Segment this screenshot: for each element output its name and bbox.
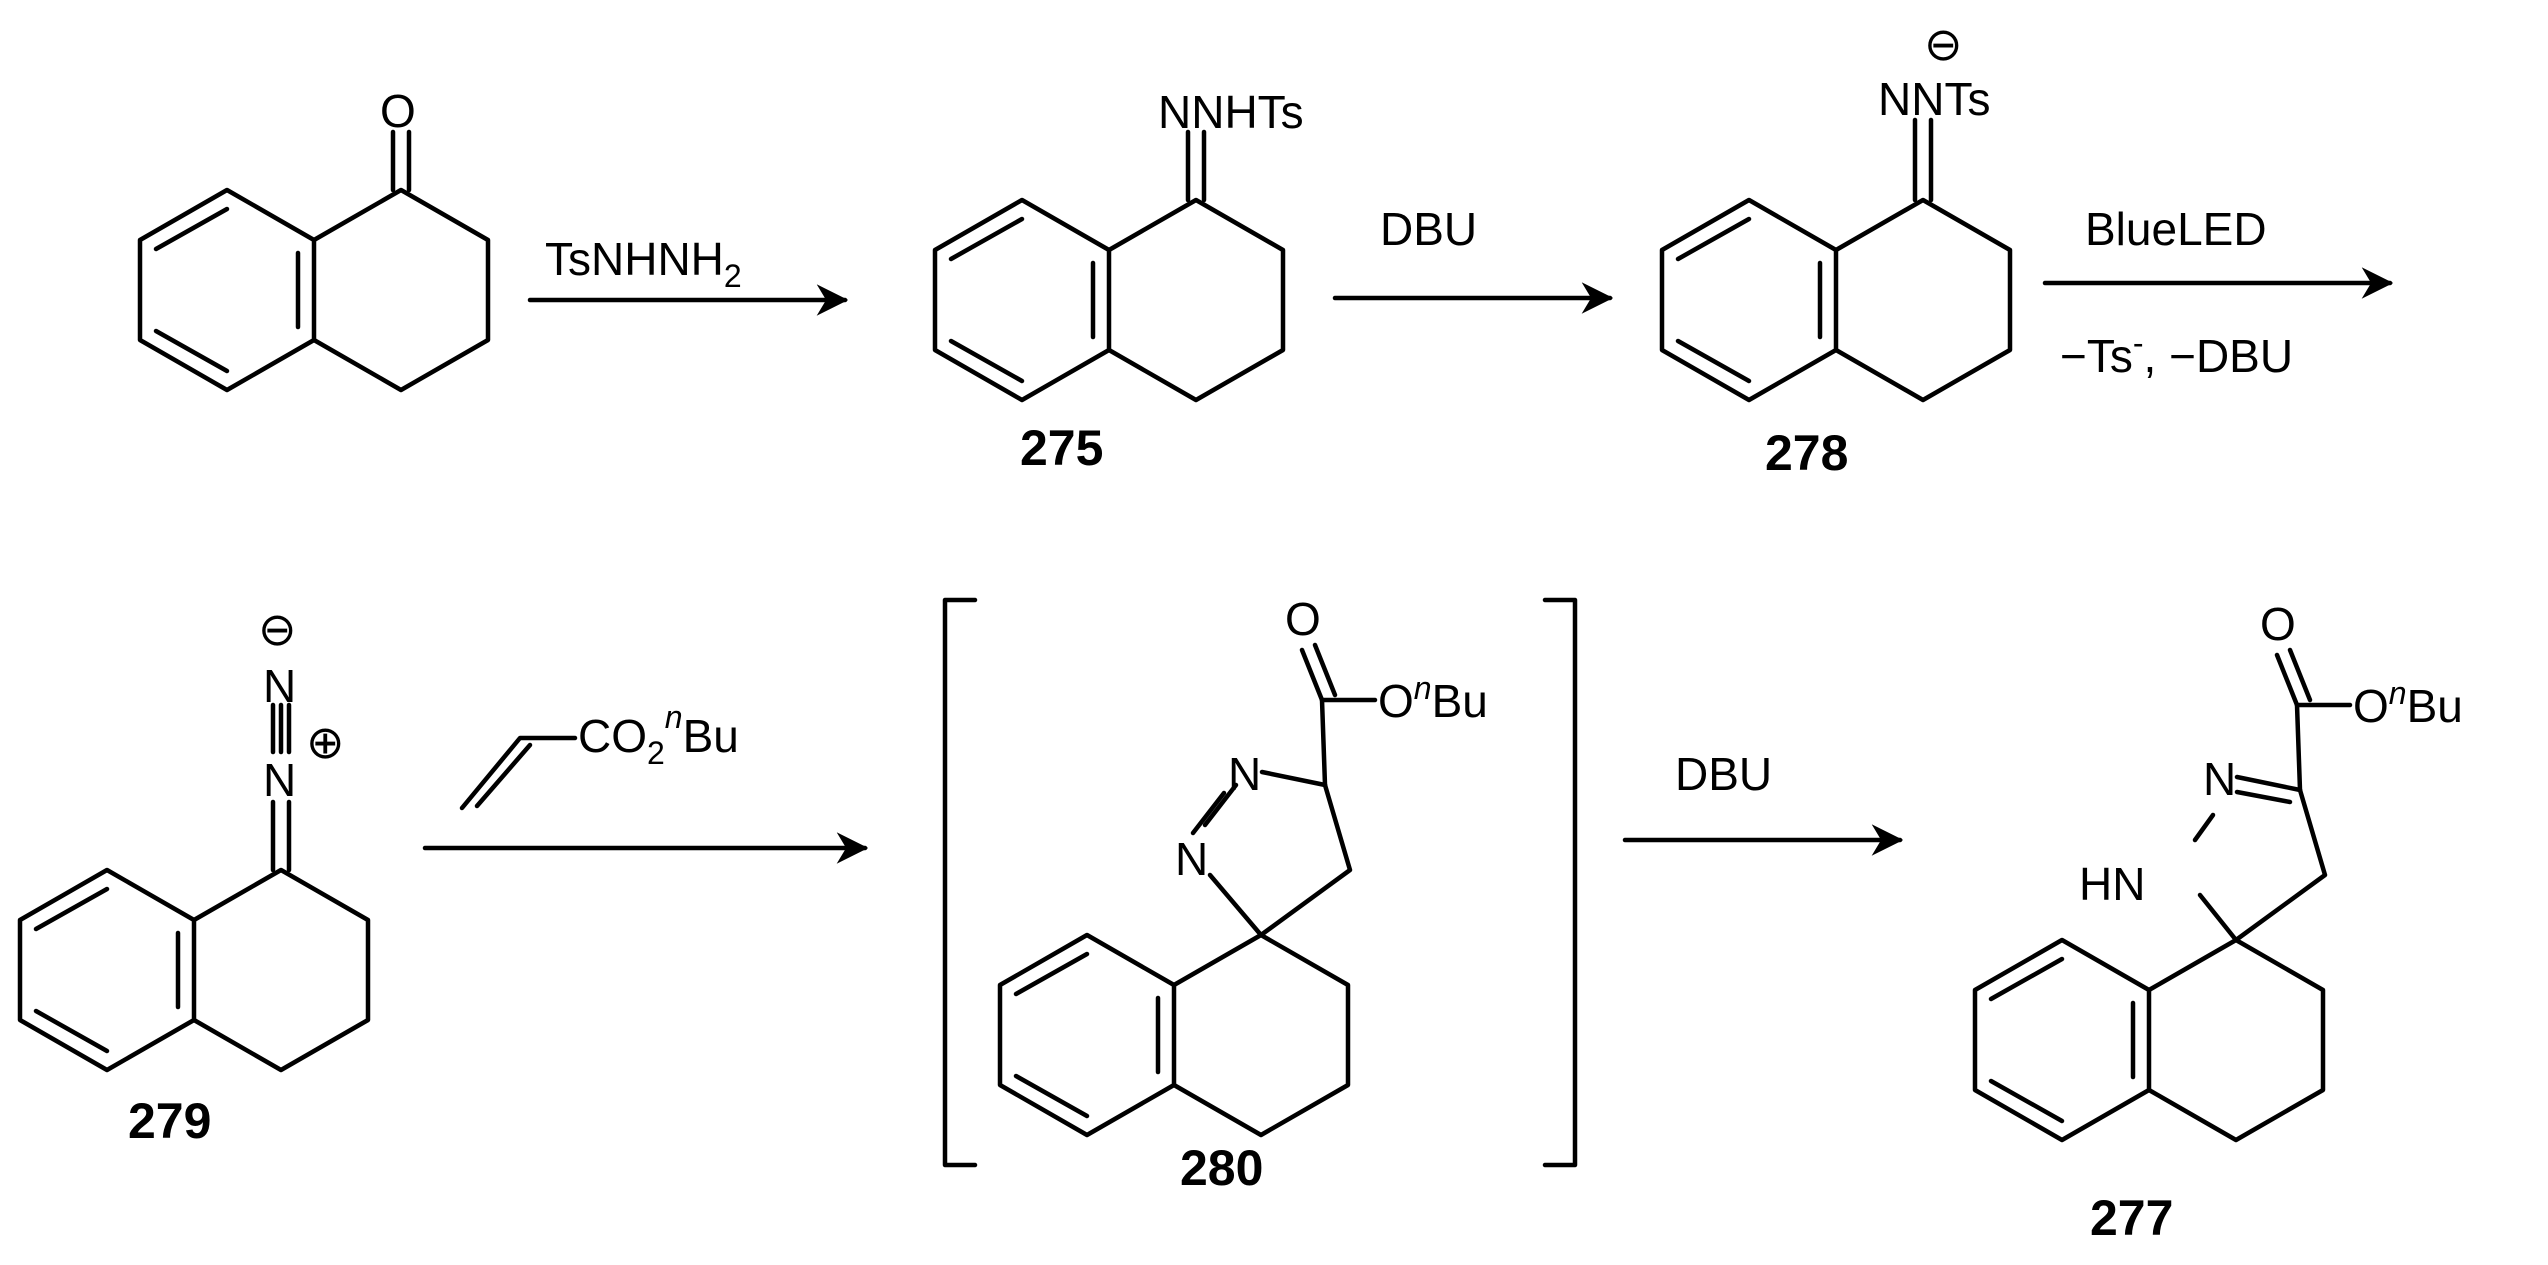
acrylate-bu: Bu [683, 710, 739, 762]
diazo-plus-charge-icon: ⊕ [306, 716, 345, 768]
reaction-arrow-3: BlueLED −Ts-, −DBU [2042, 203, 2394, 382]
svg-text:OnBu: OnBu [1378, 670, 1488, 727]
reagent-tsnhnh2: TsNHNH [545, 233, 724, 285]
ester-n-prefix: n [1414, 670, 1432, 706]
svg-text:−Ts-, −DBU: −Ts-, −DBU [2060, 325, 2293, 382]
diazo-outer-nitrogen: N [263, 660, 296, 712]
pyrazoline-n1: N [1175, 833, 1208, 885]
acrylate-sub: 2 [647, 735, 665, 771]
ester-carbonyl-oxygen: O [1285, 593, 1321, 645]
reagent-subscript: 2 [724, 258, 742, 294]
intermediate-bracket [942, 597, 1578, 1168]
byproduct-ts-charge: - [2133, 325, 2144, 361]
ester-butyl: Bu [1432, 675, 1488, 727]
compound-277-structure: HN N O OnBu [1975, 598, 2463, 1140]
compound-280-structure: N N O OnBu [1000, 593, 1488, 1135]
ester-n-prefix: n [2389, 675, 2407, 711]
diazo-minus-charge-icon: ⊖ [258, 603, 297, 655]
compound-label-279: 279 [128, 1093, 211, 1149]
reagent-blue-led: BlueLED [2085, 203, 2267, 255]
svg-text:TsNHNH2: TsNHNH2 [545, 233, 742, 294]
pyrazoline-n2: N [1228, 748, 1261, 800]
compound-275-structure: NNHTs [935, 86, 1304, 400]
compound-label-280: 280 [1180, 1140, 1263, 1196]
acrylate-n: n [665, 699, 683, 735]
compound-label-275: 275 [1020, 420, 1103, 476]
compound-278-structure: NNTs ⊖ [1662, 18, 2010, 400]
ester-butyl: Bu [2407, 680, 2463, 732]
hydrazone-group: NNHTs [1158, 86, 1304, 138]
negative-charge-icon: ⊖ [1924, 18, 1963, 70]
compound-label-278: 278 [1765, 425, 1848, 481]
reagent-dbu-1: DBU [1380, 203, 1477, 255]
compound-279-structure: N N ⊖ ⊕ [20, 603, 368, 1070]
svg-text:CO2nBu: CO2nBu [578, 699, 739, 771]
reagent-dbu-2: DBU [1675, 748, 1772, 800]
ester-oxygen: O [1378, 675, 1414, 727]
byproduct-dbu: , −DBU [2144, 330, 2294, 382]
reaction-arrow-1: TsNHNH2 [527, 233, 849, 316]
tosylhydrazone-anion-group: NNTs [1878, 73, 1990, 125]
reaction-arrow-5: DBU [1622, 748, 1904, 856]
reaction-arrow-4: CO2nBu [422, 699, 869, 864]
carbonyl-oxygen: O [380, 85, 416, 137]
compound-label-277: 277 [2090, 1190, 2173, 1246]
ester-carbonyl-oxygen: O [2260, 598, 2296, 650]
pyrazoline-imine-n: N [2203, 753, 2236, 805]
diazo-inner-nitrogen: N [263, 754, 296, 806]
pyrazoline-nh: HN [2079, 858, 2145, 910]
ester-oxygen: O [2353, 680, 2389, 732]
tetralone-structure: O [140, 85, 488, 390]
svg-text:OnBu: OnBu [2353, 675, 2463, 732]
reaction-arrow-2: DBU [1332, 203, 1614, 314]
byproduct-ts: −Ts [2060, 330, 2133, 382]
acrylate-co: CO [578, 710, 647, 762]
